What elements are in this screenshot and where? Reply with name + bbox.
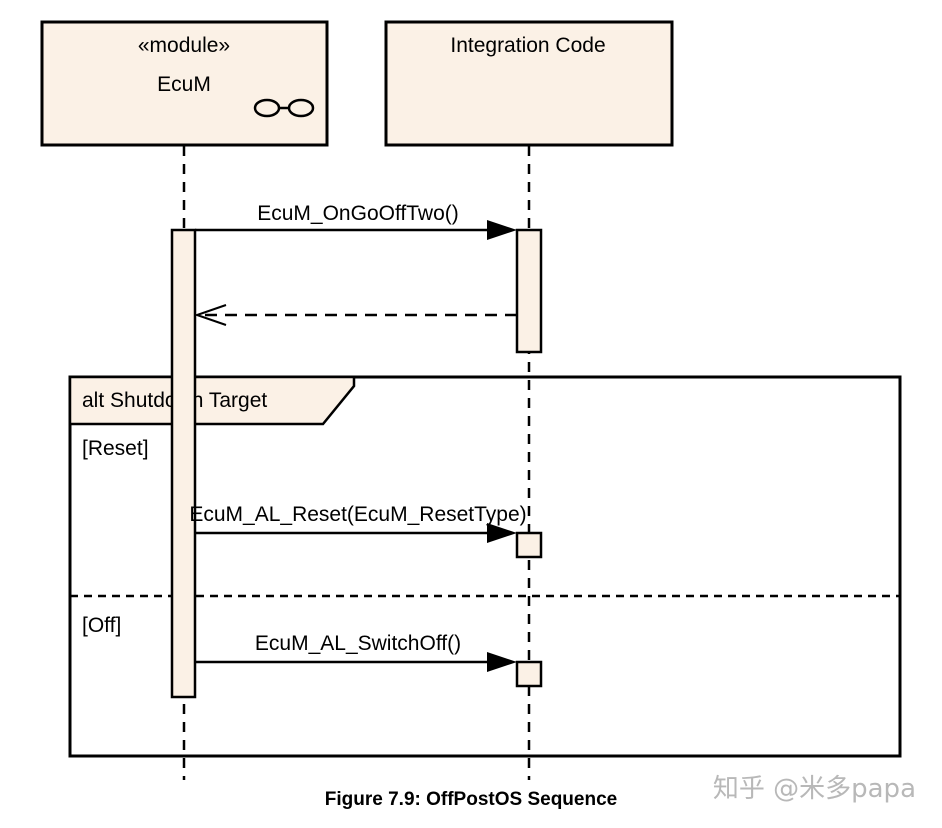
integration-lifeline-header: Integration Code	[384, 20, 674, 147]
ecum-activation-bar	[170, 228, 197, 699]
message-reset: EcuM_AL_Reset(EcuM_ResetType)	[189, 503, 527, 543]
message-reset-label: EcuM_AL_Reset(EcuM_ResetType)	[189, 503, 526, 526]
reset-activation-bar	[515, 531, 543, 559]
subsystem-icon	[253, 98, 315, 118]
integration-name: Integration Code	[450, 34, 605, 57]
guard-off: [Off]	[82, 614, 121, 637]
message-ongooff-label: EcuM_OnGoOffTwo()	[257, 202, 459, 225]
figure-caption: Figure 7.9: OffPostOS Sequence	[325, 789, 617, 810]
sync-arrowhead	[487, 523, 517, 543]
watermark: 知乎 @米多papa	[713, 774, 916, 804]
switchoff-activation-bar	[515, 660, 543, 688]
message-ongooff: EcuM_OnGoOffTwo()	[195, 202, 517, 240]
ecum-stereotype: «module»	[138, 34, 230, 57]
ecum-lifeline-header: «module» EcuM	[40, 20, 329, 147]
sync-arrowhead	[487, 220, 517, 240]
integration-activation-bar	[515, 228, 543, 354]
open-arrowhead	[193, 304, 227, 326]
message-switchoff: EcuM_AL_SwitchOff()	[195, 632, 517, 672]
alt-fragment: alt Shutdown Target [Reset] [Off]	[68, 375, 902, 758]
sync-arrowhead	[487, 652, 517, 672]
message-switchoff-label: EcuM_AL_SwitchOff()	[255, 632, 461, 655]
guard-reset: [Reset]	[82, 437, 149, 460]
ecum-name: EcuM	[157, 73, 211, 96]
return-message	[193, 304, 517, 326]
